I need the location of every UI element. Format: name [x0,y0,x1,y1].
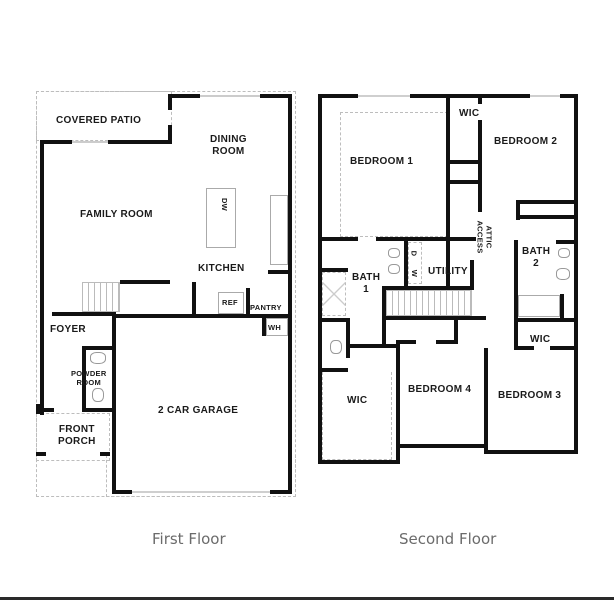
room-bedroom-1: BEDROOM 1 [350,156,414,167]
fridge-box [218,292,244,314]
stairs-first-floor [82,282,120,312]
refrigerator-label: REF [222,298,238,307]
bath-2-sink [558,248,570,258]
bottom-border [0,597,614,600]
room-wic-right: WIC [530,334,551,345]
room-kitchen: KITCHEN [198,263,245,274]
wic-left-shelf [322,372,392,460]
exterior-outline [36,91,296,497]
stairs-second-floor [386,290,472,316]
first-floor-caption: First Floor [152,530,226,548]
second-floor-plan: BEDROOM 1 WIC BEDROOM 2 ATTIC ACCESS BAT… [318,94,578,464]
bedroom-1-tray [340,112,448,237]
room-wic-left: WIC [347,395,368,406]
powder-sink [90,352,106,364]
shower [322,272,346,316]
dryer-label: D [409,250,419,257]
bath-2-toilet [556,268,570,280]
room-bath-1: BATH 1 [352,272,381,295]
room-bedroom-4: BEDROOM 4 [408,384,472,395]
room-powder-room: POWDER ROOM [71,369,107,387]
water-heater-label: WH [268,323,282,332]
room-garage: 2 CAR GARAGE [158,405,239,416]
room-dining-room: DINING ROOM [210,134,247,157]
room-bedroom-2: BEDROOM 2 [494,136,558,147]
room-bath-2: BATH 2 [522,246,551,269]
washer-label: W [410,269,420,278]
washer-dryer [408,242,422,284]
room-wic-top: WIC [459,108,480,119]
bath-1-sink-b [388,264,400,274]
attic-access-label: ATTIC ACCESS [475,220,494,254]
room-front-porch: FRONT PORCH [58,424,96,447]
room-covered-patio: COVERED PATIO [56,115,142,126]
room-foyer: FOYER [50,324,86,335]
room-bedroom-3: BEDROOM 3 [498,390,562,401]
room-pantry: PANTRY [250,303,282,312]
bath-1-sink-a [388,248,400,258]
water-heater-box [266,318,288,336]
kitchen-island [206,188,236,248]
powder-toilet [92,388,104,402]
first-floor-plan: COVERED PATIO DINING ROOM FAMILY ROOM DW… [0,0,307,500]
kitchen-counter [270,195,288,265]
room-utility: UTILITY [428,266,468,277]
room-family-room: FAMILY ROOM [80,209,153,220]
bath-2-tub [518,295,560,317]
bath-1-toilet [330,340,342,354]
second-floor-caption: Second Floor [399,530,497,548]
